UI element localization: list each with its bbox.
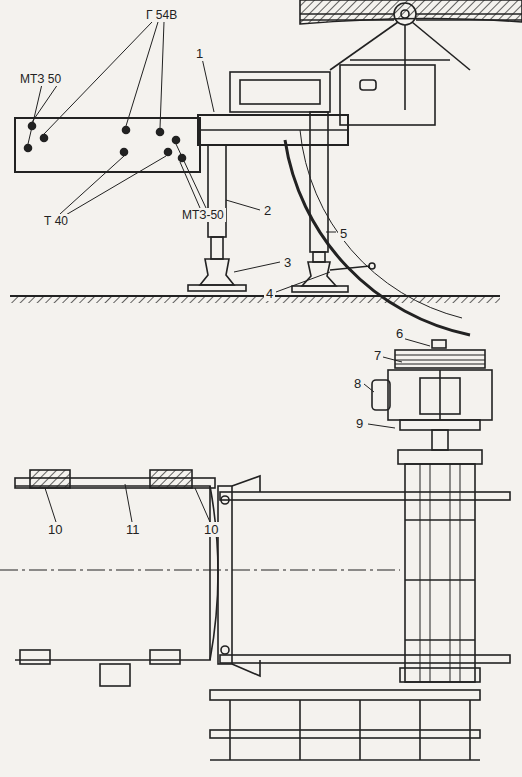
callout-number: 2 — [262, 203, 273, 218]
callout-number: 6 — [394, 326, 405, 341]
callout-number: 1 — [194, 46, 205, 61]
part-label: МТЗ-50 — [180, 208, 226, 222]
callout-number: 4 — [264, 286, 275, 301]
callout-number: 10 — [202, 522, 220, 537]
callout-number: 3 — [282, 255, 293, 270]
part-label: Т 40 — [42, 214, 70, 228]
callout-number: 10 — [46, 522, 64, 537]
callout-number: 5 — [338, 226, 349, 241]
callout-number: 9 — [354, 416, 365, 431]
part-label: МТЗ 50 — [18, 72, 63, 86]
part-label: Г 54В — [144, 8, 179, 22]
callout-number: 11 — [124, 522, 142, 537]
callout-number: 8 — [352, 376, 363, 391]
callout-number: 7 — [372, 348, 383, 363]
